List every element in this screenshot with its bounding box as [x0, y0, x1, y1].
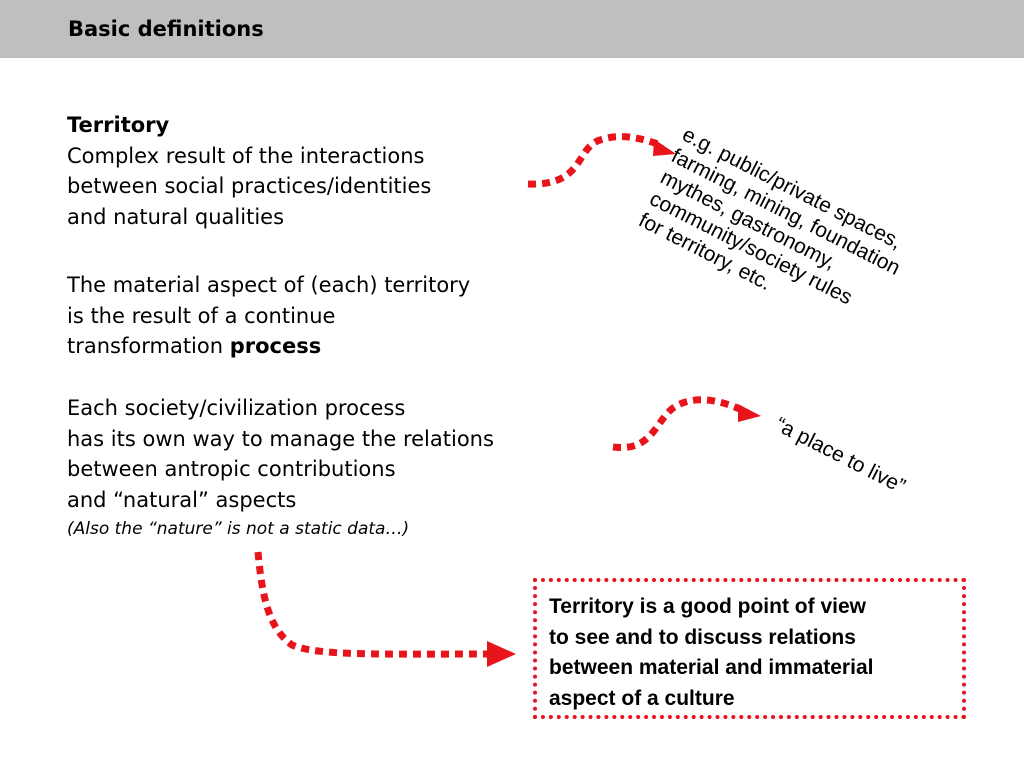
- material-aspect-paragraph: The material aspect of (each) territory …: [67, 270, 470, 362]
- society-line-2: has its own way to manage the relations: [67, 426, 494, 451]
- conclusion-line-1: Territory is a good point of view: [549, 595, 866, 618]
- territory-definition: Territory Complex result of the interact…: [67, 110, 431, 232]
- arrowhead-examples-icon: [653, 139, 676, 156]
- conclusion-box: Territory is a good point of view to see…: [533, 578, 966, 719]
- material-line-3: transformation process: [67, 331, 470, 362]
- arrowhead-place-icon: [738, 404, 761, 422]
- material-line-1: The material aspect of (each) territory: [67, 273, 471, 297]
- society-paragraph: Each society/civilization process has it…: [67, 393, 494, 543]
- society-line-4: and “natural” aspects: [67, 487, 297, 512]
- territory-line-2: between social practices/identities: [67, 174, 432, 198]
- material-line-2: is the result of a continue: [67, 303, 336, 328]
- society-line-1: Each society/civilization process: [67, 396, 406, 420]
- material-line-3-text: transformation: [67, 334, 230, 358]
- arrowhead-conclusion-icon: [487, 641, 516, 667]
- arrow-to-examples-icon: [527, 133, 660, 188]
- conclusion-line-2: to see and to discuss relations: [549, 625, 856, 649]
- territory-line-3: and natural qualities: [67, 204, 285, 229]
- slide-title: Basic definitions: [68, 17, 264, 41]
- conclusion-line-4: aspect of a culture: [549, 686, 735, 710]
- conclusion-line-3: between material and immaterial: [549, 656, 874, 679]
- arrow-to-conclusion-icon: [254, 551, 489, 658]
- arrow-to-place-icon: [612, 396, 744, 451]
- territory-line-1: Complex result of the interactions: [67, 143, 425, 168]
- territory-heading: Territory: [67, 113, 170, 137]
- header-bar: [0, 0, 1024, 58]
- process-keyword: process: [229, 334, 322, 358]
- society-line-3: between antropic contributions: [67, 457, 396, 481]
- nature-note: (Also the “nature” is not a static data……: [67, 519, 410, 539]
